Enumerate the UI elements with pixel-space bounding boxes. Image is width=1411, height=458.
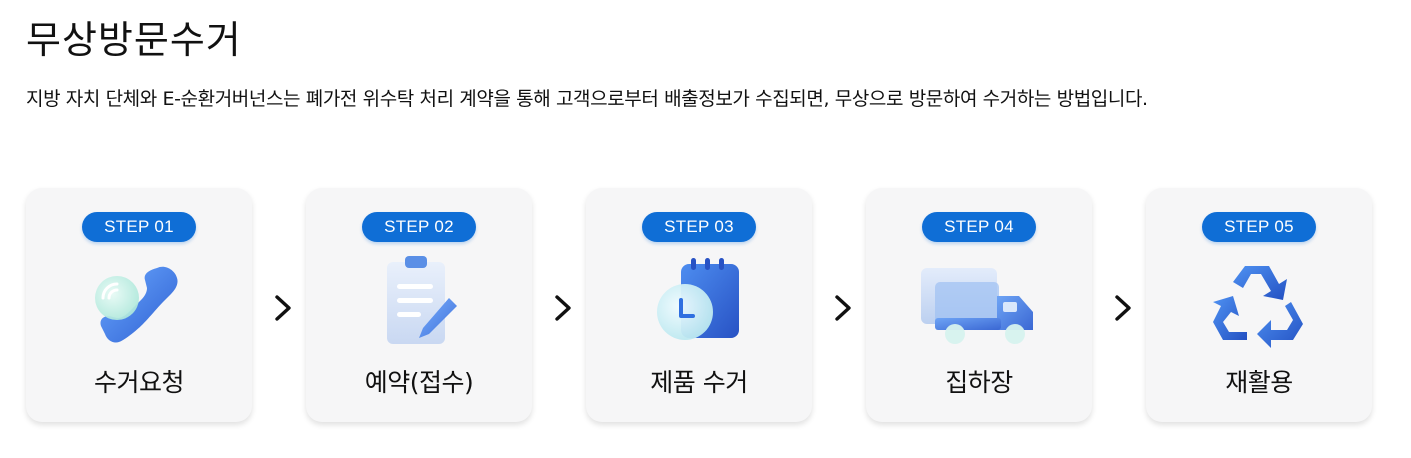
step-badge: STEP 05 — [1202, 212, 1316, 242]
step-badge: STEP 04 — [922, 212, 1036, 242]
chevron-right-icon — [275, 295, 291, 321]
step-label: 재활용 — [1225, 368, 1293, 397]
step-label: 예약(접수) — [364, 368, 474, 397]
step-card-1: STEP 01 수거요청 — [26, 188, 252, 422]
recycle-icon — [1213, 266, 1303, 348]
step-label: 수거요청 — [93, 368, 185, 397]
chevron-right-icon — [1115, 295, 1131, 321]
phone-icon — [95, 266, 178, 343]
step-card-4: STEP 04 집하장 — [866, 188, 1092, 422]
step-card-5: STEP 05 재활용 — [1146, 188, 1372, 422]
step-card-3: STEP 03 제품 수거 — [586, 188, 812, 422]
step-badge: STEP 01 — [82, 212, 196, 242]
step-label: 집하장 — [945, 368, 1013, 397]
truck-icon — [921, 268, 1033, 344]
step-label: 제품 수거 — [650, 368, 748, 397]
chevron-right-icon — [555, 295, 571, 321]
calendar-clock-icon — [657, 258, 739, 340]
step-badge: STEP 02 — [362, 212, 476, 242]
page-title: 무상방문수거 — [26, 18, 242, 62]
step-card-2: STEP 02 예약(접수) — [306, 188, 532, 422]
page-description: 지방 자치 단체와 E-순환거버넌스는 폐가전 위수탁 처리 계약을 통해 고객… — [26, 88, 1148, 110]
step-badge: STEP 03 — [642, 212, 756, 242]
process-steps: STEP 01 수거요청 STEP 02 — [26, 188, 1372, 422]
chevron-right-icon — [835, 295, 851, 321]
clipboard-pen-icon — [387, 256, 457, 344]
